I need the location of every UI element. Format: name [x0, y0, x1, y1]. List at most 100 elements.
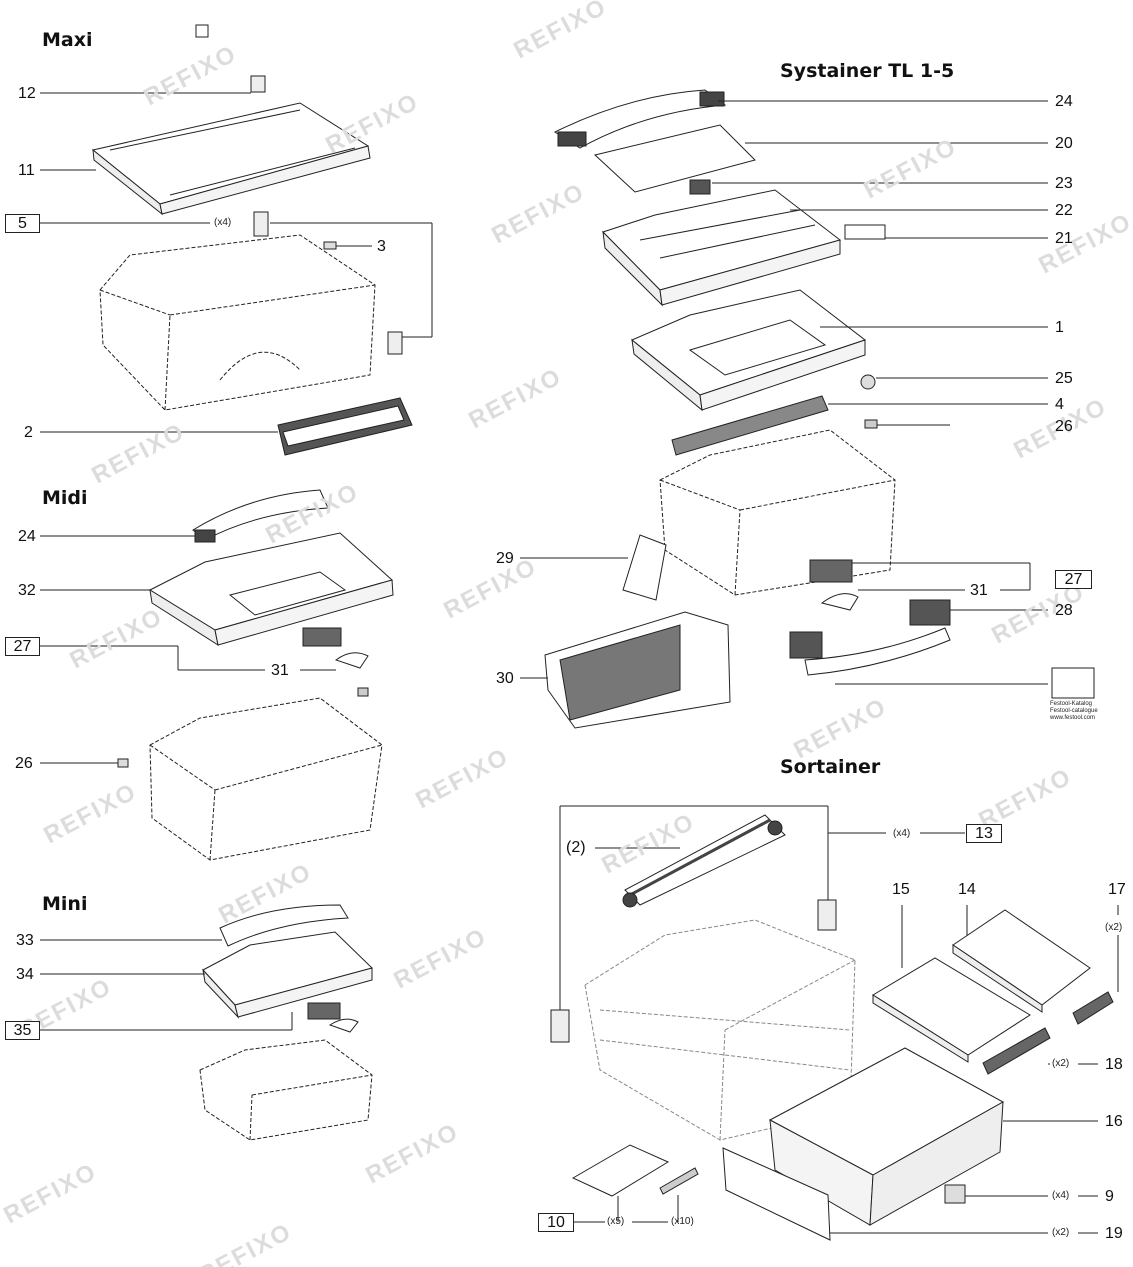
sortainer-latch-right: [817, 899, 837, 931]
mini-lid: [202, 931, 373, 1019]
part-number: 26: [15, 755, 33, 772]
maxi-top-clip: [195, 24, 209, 38]
maxi-latch: [253, 211, 269, 237]
tl-latch-small: [689, 179, 711, 195]
part-number: 15: [892, 881, 910, 898]
part-number: 28: [1055, 602, 1073, 619]
part-number: 12: [18, 85, 36, 102]
maxi-side-latch: [387, 331, 403, 355]
sortainer-clip-9: [944, 1184, 966, 1204]
sortainer-front-panel-19: [722, 1147, 831, 1241]
sortainer-latch-left: [550, 1009, 570, 1043]
midi-lid: [148, 532, 394, 647]
part-number: 34: [16, 966, 34, 983]
part-number: 31: [271, 662, 289, 679]
midi-pin: [357, 687, 369, 697]
tl-pin: [864, 419, 878, 429]
part-number: 25: [1055, 370, 1073, 387]
maxi-lid: [91, 102, 371, 216]
quantity-label: (x5): [607, 1216, 625, 1227]
sortainer-drawer-16: [768, 1047, 1005, 1226]
part-number: 22: [1055, 202, 1073, 219]
tl-latch: [809, 559, 853, 583]
maxi-latch-part: [250, 75, 266, 93]
catalogue-line: Festool-catalogue: [1050, 708, 1098, 714]
mini-body: [199, 1039, 373, 1141]
section-title-systainer-tl: Systainer TL 1-5: [780, 60, 955, 82]
part-number: 14: [958, 881, 976, 898]
part-number: 19: [1105, 1225, 1123, 1242]
part-number: (2): [566, 839, 586, 856]
catalogue-book: [1051, 667, 1095, 699]
part-number-boxed: 27: [1055, 570, 1092, 589]
section-title-sortainer: Sortainer: [780, 756, 881, 778]
midi-cover: [334, 652, 369, 669]
part-number-boxed: 13: [966, 824, 1002, 843]
sortainer-tray-15: [872, 957, 1031, 1063]
part-number: 16: [1105, 1113, 1123, 1130]
quantity-label: (x4): [893, 828, 911, 839]
section-title-maxi: Maxi: [42, 29, 93, 51]
sortainer-handle: [622, 814, 786, 908]
part-number: 26: [1055, 418, 1073, 435]
section-title-midi: Midi: [42, 487, 88, 509]
part-number: 20: [1055, 135, 1073, 152]
tl-tray: [602, 189, 842, 307]
tl-holder-b: [789, 631, 823, 659]
part-number: 31: [970, 582, 988, 599]
part-number: 4: [1055, 396, 1064, 413]
mini-latch: [307, 1002, 341, 1020]
maxi-handle: [277, 397, 413, 456]
quantity-label: (x2): [1052, 1058, 1070, 1069]
part-number-boxed: 10: [538, 1213, 574, 1232]
tl-holder-a: [909, 599, 951, 626]
tl-handle: [553, 89, 727, 149]
part-number-boxed: 5: [5, 214, 40, 233]
part-number: 18: [1105, 1056, 1123, 1073]
tl-body: [659, 429, 896, 596]
mini-cover: [328, 1018, 359, 1033]
maxi-body: [99, 234, 376, 411]
part-number: 29: [496, 550, 514, 567]
catalogue-line: www.festool.com: [1050, 715, 1096, 721]
part-number: 33: [16, 932, 34, 949]
midi-body: [149, 697, 383, 861]
part-number: 21: [1055, 230, 1073, 247]
quantity-label: (x4): [214, 217, 232, 228]
part-number: 24: [1055, 93, 1073, 110]
part-number: 9: [1105, 1188, 1114, 1205]
quantity-label: (x2): [1105, 922, 1123, 933]
midi-clip: [117, 758, 129, 768]
part-number: 24: [18, 528, 36, 545]
tl-knob: [860, 374, 876, 390]
sortainer-divider-17: [1072, 991, 1114, 1025]
tl-bar: [671, 395, 829, 456]
tl-lid: [631, 289, 867, 412]
mini-handle: [219, 904, 349, 947]
sortainer-body: [584, 919, 856, 1141]
quantity-label: (x2): [1052, 1227, 1070, 1238]
section-title-mini: Mini: [42, 893, 88, 915]
part-number: 1: [1055, 319, 1064, 336]
part-number: 17: [1108, 881, 1126, 898]
catalogue-line: Festool-Katalog: [1050, 701, 1093, 707]
part-number: 23: [1055, 175, 1073, 192]
midi-latch: [302, 627, 342, 647]
part-number: 3: [377, 238, 386, 255]
part-number-boxed: 35: [5, 1021, 40, 1040]
tl-cover: [820, 593, 859, 611]
part-number: 2: [24, 424, 33, 441]
tl-label-strip: [844, 224, 886, 240]
part-number: 30: [496, 670, 514, 687]
sortainer-label-sheet: [571, 1144, 670, 1197]
tl-divider: [622, 534, 667, 601]
tl-insert: [593, 124, 756, 193]
part-number: 32: [18, 582, 36, 599]
sortainer-divider-18: [982, 1027, 1051, 1075]
quantity-label: (x4): [1052, 1190, 1070, 1201]
sortainer-label-strip: [659, 1167, 699, 1195]
maxi-pin: [323, 241, 337, 250]
part-number: 11: [18, 162, 35, 179]
